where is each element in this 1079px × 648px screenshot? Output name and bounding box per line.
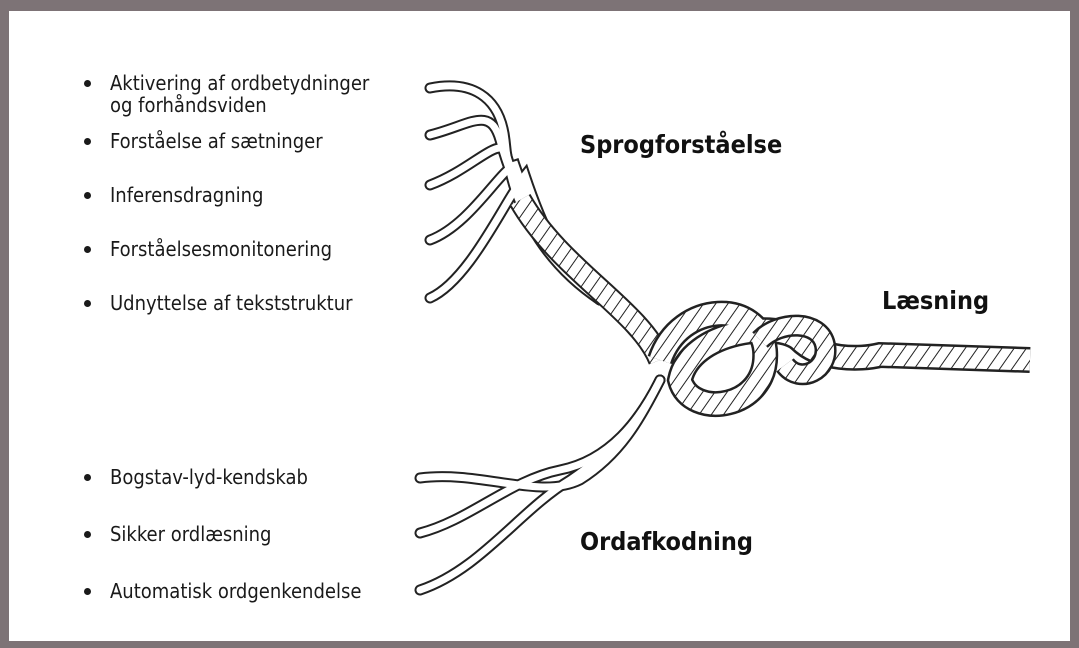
bottom-strands — [420, 380, 660, 590]
strand-label: Udnyttelse af tekststruktur — [110, 291, 353, 315]
heading-ordafkodning: Ordafkodning — [580, 527, 753, 556]
strand-item-ordbetydninger: Aktivering af ordbetydninger og forhånds… — [110, 72, 369, 116]
heading-laesning: Læsning — [882, 286, 989, 315]
strand-label: Sikker ordlæsning — [110, 522, 271, 546]
strand-item-ordlaesning: Sikker ordlæsning — [110, 523, 271, 545]
strand-label: Automatisk ordgenkendelse — [110, 579, 361, 603]
strand-label: Bogstav-lyd-kendskab — [110, 465, 308, 489]
strand-label: Forståelsesmonitonering — [110, 237, 332, 261]
top-cord — [520, 200, 660, 360]
strand-label-continued: og forhåndsviden — [110, 94, 369, 116]
strand-item-tekststruktur: Udnyttelse af tekststruktur — [110, 292, 353, 314]
heading-sprogforstaaelse: Sprogforståelse — [580, 130, 782, 159]
strand-item-monitonering: Forståelsesmonitonering — [110, 238, 332, 260]
strand-label: Aktivering af ordbetydninger — [110, 71, 369, 95]
strand-label: Inferensdragning — [110, 183, 263, 207]
strand-item-saetninger: Forståelse af sætninger — [110, 130, 323, 152]
strand-item-bogstav-lyd: Bogstav-lyd-kendskab — [110, 466, 308, 488]
main-rope — [660, 314, 1030, 404]
strand-label: Forståelse af sætninger — [110, 129, 323, 153]
strand-item-ordgenkendelse: Automatisk ordgenkendelse — [110, 580, 361, 602]
strand-item-inferensdragning: Inferensdragning — [110, 184, 263, 206]
